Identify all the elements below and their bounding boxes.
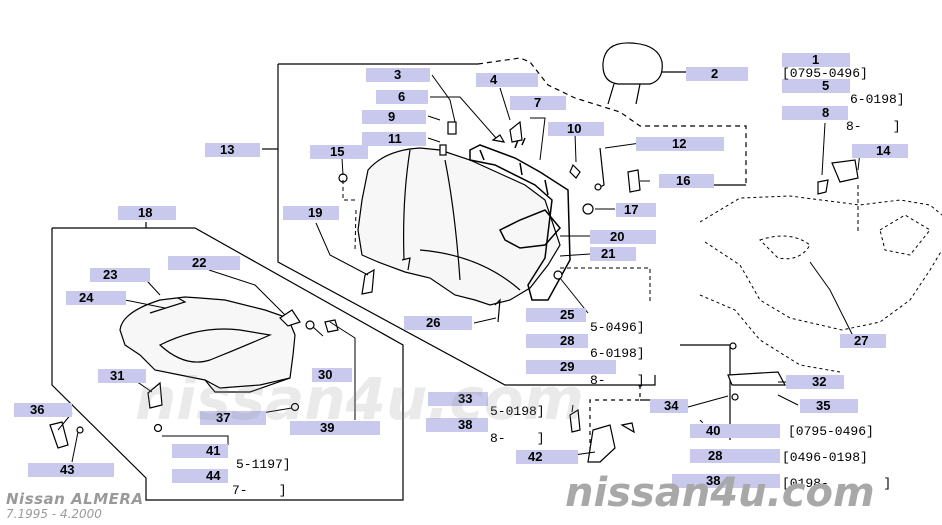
callout-38-second[interactable]: 38 (706, 473, 721, 488)
callout-31[interactable]: 31 (110, 368, 125, 383)
callout-41[interactable]: 41 (206, 443, 221, 458)
note-28-range: 6-0198] (590, 346, 645, 361)
note-29-range: 8- ] (590, 373, 645, 388)
note-44-range: 7- ] (232, 483, 287, 498)
callout-42[interactable]: 42 (528, 449, 543, 464)
callout-6[interactable]: 6 (398, 89, 406, 104)
callout-17[interactable]: 17 (624, 202, 639, 217)
callout-2[interactable]: 2 (711, 66, 719, 81)
callout-5[interactable]: 5 (822, 78, 830, 93)
callout-7[interactable]: 7 (534, 95, 542, 110)
callout-3[interactable]: 3 (394, 67, 402, 82)
note-38-range: 8- ] (490, 431, 545, 446)
callout-40[interactable]: 40 (706, 423, 721, 438)
callout-18[interactable]: 18 (138, 205, 153, 220)
note-41-range: 5-1197] (236, 457, 291, 472)
frame-13 (277, 64, 656, 386)
callout-8[interactable]: 8 (822, 105, 830, 120)
note-38b-range: [0198- , ] (782, 476, 892, 491)
callout-21[interactable]: 21 (601, 246, 616, 261)
callout-36[interactable]: 36 (30, 402, 45, 417)
seat-cushion-drawing (119, 296, 296, 393)
callout-13[interactable]: 13 (220, 142, 235, 157)
callout-32[interactable]: 32 (812, 374, 827, 389)
model-years: 7.1995 - 4.2000 (6, 507, 102, 521)
callout-11[interactable]: 11 (388, 131, 402, 146)
callout-37[interactable]: 37 (216, 410, 231, 425)
frame-18 (51, 227, 404, 501)
seatback-frame-drawing (469, 137, 571, 301)
callout-34[interactable]: 34 (664, 398, 679, 413)
callout-29[interactable]: 29 (560, 359, 575, 374)
callout-20[interactable]: 20 (610, 229, 625, 244)
note-25-range: 5-0496] (590, 320, 645, 335)
note-40-range: [0795-0496] (788, 424, 874, 439)
callout-22[interactable]: 22 (192, 255, 207, 270)
callout-16[interactable]: 16 (676, 173, 691, 188)
callout-33[interactable]: 33 (458, 391, 473, 406)
note-28b-range: [0496-0198] (782, 450, 868, 465)
note-33-range: 5-0198] (490, 404, 545, 419)
watermark-bottom: nissan4u.com (565, 470, 875, 516)
callout-25[interactable]: 25 (560, 307, 575, 322)
callout-27[interactable]: 27 (854, 333, 869, 348)
callout-39[interactable]: 39 (320, 420, 335, 435)
callout-4[interactable]: 4 (490, 72, 498, 87)
watermark-center: nissan4u.com (135, 365, 584, 433)
callout-24[interactable]: 24 (79, 290, 94, 305)
callout-26[interactable]: 26 (426, 315, 441, 330)
frame-dashed-top (477, 57, 747, 185)
callout-9[interactable]: 9 (388, 109, 396, 124)
callout-19[interactable]: 19 (308, 205, 323, 220)
callout-35[interactable]: 35 (816, 398, 831, 413)
callout-12[interactable]: 12 (672, 136, 687, 151)
note-5-range: 6-0198] (850, 92, 905, 107)
callout-38[interactable]: 38 (458, 417, 473, 432)
headrest-drawing (602, 42, 688, 105)
brand-title: Nissan ALMERA (6, 490, 144, 508)
callout-15[interactable]: 15 (330, 144, 345, 159)
callout-1[interactable]: 1 (812, 52, 820, 67)
callout-23[interactable]: 23 (103, 267, 118, 282)
vehicle-floor-drawing (699, 195, 942, 373)
callout-30[interactable]: 30 (318, 367, 333, 382)
note-1-range: [0795-0496] (782, 66, 868, 81)
callout-28-second[interactable]: 28 (708, 448, 723, 463)
callout-44[interactable]: 44 (206, 468, 221, 483)
note-8-range: 8- ] (846, 119, 901, 134)
callout-43[interactable]: 43 (60, 462, 75, 477)
callout-28[interactable]: 28 (560, 333, 575, 348)
small-parts (49, 120, 859, 463)
callout-14[interactable]: 14 (876, 143, 891, 158)
callout-10[interactable]: 10 (567, 121, 582, 136)
